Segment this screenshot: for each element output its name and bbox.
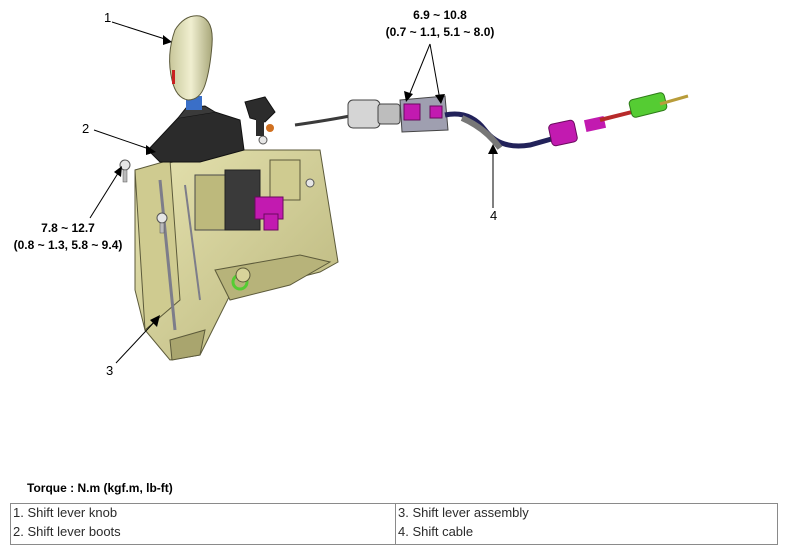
- callout-3: 3: [106, 363, 113, 378]
- legend-item-shift-lever-knob: 1. Shift lever knob: [13, 505, 118, 520]
- torque-units-caption: Torque : N.m (kgf.m, lb-ft): [27, 481, 173, 495]
- legend-item-shift-lever-assembly: 3. Shift lever assembly: [398, 505, 529, 520]
- callout-4: 4: [490, 208, 497, 223]
- legend-column-right: 3. Shift lever assembly 4. Shift cable: [395, 504, 779, 544]
- legend-item-shift-cable: 4. Shift cable: [398, 524, 474, 539]
- shift-lever-boot: [147, 105, 245, 163]
- callout-2: 2: [82, 121, 89, 136]
- leader-lines: [89, 21, 498, 364]
- bolt-torque-conversion: (0.8 ~ 1.3, 5.8 ~ 9.4): [14, 238, 123, 252]
- legend-column-left: 1. Shift lever knob 2. Shift lever boots: [11, 504, 395, 544]
- shift-lever-knob: [169, 15, 213, 110]
- cable-torque-conversion: (0.7 ~ 1.1, 5.1 ~ 8.0): [386, 25, 495, 39]
- callout-1: 1: [104, 10, 111, 25]
- bolt-torque-value: 7.8 ~ 12.7: [41, 221, 95, 235]
- shift-lever-diagram: 1 2 3 4 6.9 ~ 10.8 (0.7 ~ 1.1, 5.1 ~ 8.0…: [14, 8, 689, 378]
- parts-legend-table: 1. Shift lever knob 2. Shift lever boots…: [10, 503, 778, 545]
- cable-torque-value: 6.9 ~ 10.8: [413, 8, 467, 22]
- shift-lever-assembly: [119, 96, 339, 361]
- shift-cable: [294, 92, 689, 150]
- legend-item-shift-lever-boots: 2. Shift lever boots: [13, 524, 121, 539]
